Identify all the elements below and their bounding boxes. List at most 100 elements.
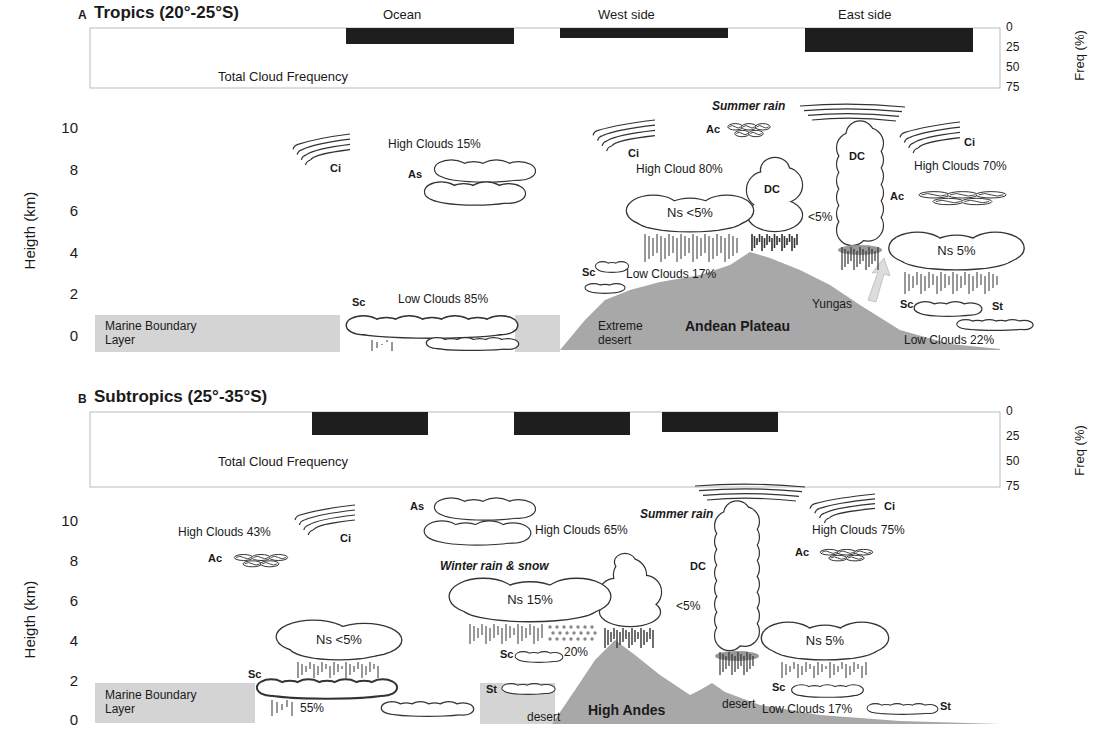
- cloud-outline: [442, 168, 528, 181]
- rain-streak: [865, 251, 866, 270]
- tick-label: 10: [61, 512, 78, 529]
- cirrus-hook: [598, 136, 603, 141]
- rain-streak: [272, 700, 273, 716]
- rain-streak: [862, 249, 863, 261]
- rain-streak: [366, 666, 367, 675]
- cloud-type: Ac: [795, 546, 809, 559]
- rain-streak: [774, 234, 776, 248]
- altocumulus-symbol: [728, 124, 770, 137]
- rain-streak: [657, 234, 658, 253]
- nimbostratus-outline: [889, 233, 1023, 269]
- rain-streak: [949, 276, 950, 285]
- rain-streak: [725, 656, 726, 669]
- rain-streak: [310, 662, 311, 669]
- rain-streak: [791, 236, 793, 251]
- altocumulus-wave: [936, 200, 961, 203]
- rain-streak: [722, 654, 723, 672]
- stratus-cloud: [502, 684, 554, 694]
- rain-streak: [725, 238, 726, 262]
- rain-streak: [754, 236, 756, 248]
- altocumulus-lens: [919, 192, 949, 198]
- cloud-type: As: [408, 168, 422, 181]
- cirrus-hook: [900, 132, 905, 137]
- panel-title: Tropics (20°-25°S): [94, 3, 239, 23]
- anvil-symbol: [800, 104, 905, 121]
- rain-streak: [756, 238, 758, 245]
- rain-streak: [842, 662, 843, 669]
- rain-streak: [338, 664, 339, 672]
- altocumulus-lens: [837, 549, 855, 555]
- rain-streak: [789, 234, 791, 242]
- tick-label: 0: [70, 327, 78, 344]
- rain-streak: [622, 628, 623, 642]
- place-name: Yungas: [812, 298, 852, 312]
- rain-streak: [961, 276, 962, 288]
- cloud-type: Sc: [582, 266, 595, 279]
- rain-symbol: [842, 247, 878, 270]
- rain-streak: [981, 274, 982, 285]
- altocumulus-wave: [839, 551, 854, 554]
- rain-streak: [709, 236, 710, 262]
- axis-title: Total Cloud Frequency: [218, 455, 348, 470]
- cloud-fraction: High Clouds 15%: [388, 138, 481, 152]
- rain-symbol: [470, 624, 542, 644]
- rain-streak: [997, 276, 998, 285]
- cloud-type: St: [486, 683, 497, 696]
- rain-streak: [637, 632, 638, 639]
- cloud-outline: [796, 690, 858, 697]
- cloud-outline: [589, 287, 622, 292]
- boundary-layer-band: [515, 315, 560, 352]
- rain-streak: [941, 272, 942, 291]
- cloud-outline: [615, 554, 635, 570]
- rain-streak: [929, 272, 930, 288]
- rain-streak: [643, 630, 644, 645]
- stratocumulus-cloud: [516, 652, 563, 662]
- rain-streak: [973, 276, 974, 291]
- cloud-outline: [919, 307, 977, 315]
- cloud-fraction: Low Clouds 17%: [626, 268, 716, 282]
- rain-streak: [856, 251, 857, 267]
- cloud-outline: [432, 191, 518, 205]
- rain-streak: [786, 664, 787, 675]
- rain-streak: [354, 666, 355, 672]
- place-name: desert: [722, 698, 755, 712]
- boundary-layer-band: Marine Boundary Layer: [95, 683, 255, 723]
- altocumulus-wave: [729, 126, 741, 129]
- rain-streak: [342, 666, 343, 669]
- altocumulus-lens: [742, 124, 757, 130]
- rain-streak: [653, 238, 654, 256]
- tick-label: 0: [70, 711, 78, 728]
- frequency-frame: [90, 28, 1000, 88]
- rain-streak: [737, 238, 738, 253]
- cloud-fraction: Low Clouds 85%: [398, 293, 488, 307]
- rain-streak: [838, 666, 839, 672]
- stratocumulus-cloud: [258, 680, 396, 697]
- rain-streak: [490, 628, 491, 641]
- cloud-fill: [847, 121, 874, 148]
- tick-label: 8: [70, 552, 78, 569]
- snow-dot: [576, 625, 579, 628]
- cloud-type: Sc: [900, 298, 913, 311]
- rain-streak: [834, 664, 835, 675]
- cloud-type: Ci: [964, 136, 975, 149]
- rain-streak: [494, 624, 495, 638]
- nimbostratus-cloud: Ns 15%: [460, 578, 600, 622]
- rain-streak: [607, 630, 608, 645]
- rain-streak: [510, 626, 511, 638]
- cloud-fill: [961, 324, 1028, 330]
- rain-streak: [806, 662, 807, 672]
- cirrus-streak: [918, 138, 960, 148]
- cirrus-hook: [297, 150, 302, 155]
- cloud-outline: [847, 121, 874, 148]
- rain-streak: [794, 238, 796, 248]
- rain-streak: [502, 628, 503, 644]
- cirrus-hook: [293, 144, 298, 149]
- rain-streak: [685, 236, 686, 256]
- place-name: desert: [527, 711, 560, 725]
- frequency-frame: [90, 412, 1000, 487]
- nimbostratus-cloud: Ns 5%: [898, 232, 1015, 270]
- rain-streak: [913, 276, 914, 288]
- rain-streak: [925, 276, 926, 291]
- cloud-type: Ci: [628, 147, 639, 160]
- altostratus-cloud: [435, 160, 535, 181]
